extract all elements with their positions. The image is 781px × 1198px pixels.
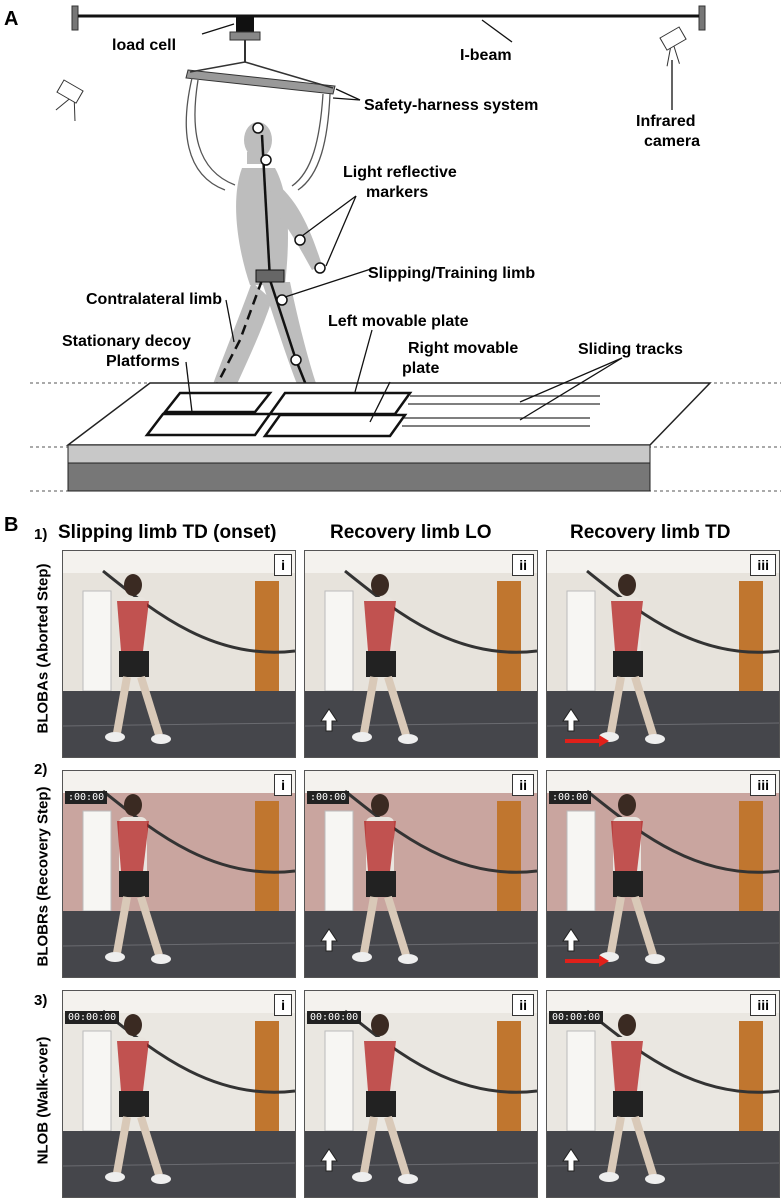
walkway-side bbox=[67, 444, 651, 464]
label-slipping-limb: Slipping/Training limb bbox=[368, 265, 536, 282]
video-timestamp: :00:00 bbox=[549, 791, 592, 804]
frame-tag: ii bbox=[512, 554, 534, 576]
label-right-plate-2: plate bbox=[402, 360, 440, 377]
photo-frame-2-iii: :00:00 iii bbox=[546, 770, 780, 978]
frame-tag: iii bbox=[750, 554, 776, 576]
photo-frame-3-iii: 00:00:00 iii bbox=[546, 990, 780, 1198]
row-number-3: 3) bbox=[34, 992, 48, 1009]
walkway-base bbox=[67, 462, 651, 492]
column-heading-recovery-td: Recovery limb TD bbox=[570, 522, 731, 543]
waist-belt bbox=[255, 269, 285, 283]
frame-tag: i bbox=[274, 994, 292, 1016]
label-markers-2: markers bbox=[366, 184, 429, 201]
walker-silhouette bbox=[210, 122, 324, 406]
photo-frame-1-i: i bbox=[62, 550, 296, 758]
frame-tag: i bbox=[274, 554, 292, 576]
label-infrared-camera-2: camera bbox=[644, 133, 701, 150]
row-label-blobas: BLOBAs (Aborted Step) bbox=[34, 563, 52, 734]
infrared-camera-left-icon bbox=[55, 79, 84, 121]
photo-frame-2-i: :00:00 i bbox=[62, 770, 296, 978]
video-timestamp: :00:00 bbox=[307, 791, 350, 804]
photo-frame-3-i: 00:00:00 i bbox=[62, 990, 296, 1198]
label-i-beam: I-beam bbox=[460, 47, 512, 64]
left-movable-plate bbox=[162, 391, 273, 414]
frame-tag: i bbox=[274, 774, 292, 796]
photo-scene bbox=[63, 771, 295, 977]
load-cell-plate bbox=[229, 31, 261, 41]
harness-bar bbox=[185, 69, 336, 95]
column-heading-slipping-td: Slipping limb TD (onset) bbox=[58, 522, 277, 543]
label-right-plate-1: Right movable bbox=[408, 340, 519, 357]
i-beam-right-post bbox=[698, 5, 706, 31]
row-label-blobrs: BLOBRs (Recovery Step) bbox=[34, 786, 52, 967]
label-load-cell: load cell bbox=[112, 37, 177, 54]
photo-scene bbox=[547, 991, 779, 1197]
panel-a-letter: A bbox=[4, 8, 19, 30]
photo-frame-3-ii: 00:00:00 ii bbox=[304, 990, 538, 1198]
row-number-1: 1) bbox=[34, 526, 48, 543]
i-beam-left-post bbox=[71, 5, 79, 31]
label-decoy-2: Platforms bbox=[106, 353, 180, 370]
label-markers-1: Light reflective bbox=[343, 164, 457, 181]
photo-scene bbox=[63, 991, 295, 1197]
panel-a-diagram bbox=[30, 5, 781, 492]
label-contralateral-limb: Contralateral limb bbox=[86, 291, 223, 308]
sliding-tracks bbox=[402, 395, 600, 427]
label-decoy-1: Stationary decoy bbox=[62, 333, 191, 350]
load-cell bbox=[236, 16, 254, 32]
frame-tag: ii bbox=[512, 994, 534, 1016]
frame-tag: iii bbox=[750, 774, 776, 796]
left-plate-slot bbox=[267, 391, 413, 416]
video-timestamp: 00:00:00 bbox=[65, 1011, 120, 1024]
panel-b-letter: B bbox=[4, 514, 19, 536]
column-heading-recovery-lo: Recovery limb LO bbox=[330, 522, 492, 543]
harness-strap-left bbox=[185, 77, 226, 191]
label-left-movable-plate: Left movable plate bbox=[328, 313, 469, 330]
video-timestamp: 00:00:00 bbox=[307, 1011, 362, 1024]
stationary-decoy-platform bbox=[144, 412, 273, 437]
label-sliding-tracks: Sliding tracks bbox=[578, 341, 683, 358]
label-infrared-camera-1: Infrared bbox=[636, 113, 696, 130]
photo-scene bbox=[305, 771, 537, 977]
photo-scene bbox=[63, 551, 295, 757]
harness-strap-right bbox=[297, 93, 331, 191]
frame-tag: iii bbox=[750, 994, 776, 1016]
row-label-nlob: NLOB (Walk-over) bbox=[34, 1036, 52, 1165]
row-number-2: 2) bbox=[34, 761, 48, 778]
video-timestamp: :00:00 bbox=[65, 791, 108, 804]
photo-scene bbox=[305, 991, 537, 1197]
infrared-camera-right-icon bbox=[659, 26, 687, 67]
photo-frame-2-ii: :00:00 ii bbox=[304, 770, 538, 978]
photo-frame-1-iii: iii bbox=[546, 550, 780, 758]
right-movable-plate bbox=[262, 413, 408, 438]
photo-scene bbox=[547, 771, 779, 977]
video-timestamp: 00:00:00 bbox=[549, 1011, 604, 1024]
photo-frame-1-ii: ii bbox=[304, 550, 538, 758]
frame-tag: ii bbox=[512, 774, 534, 796]
photo-scene bbox=[547, 551, 779, 757]
photo-scene bbox=[305, 551, 537, 757]
label-safety-harness: Safety-harness system bbox=[364, 97, 539, 114]
